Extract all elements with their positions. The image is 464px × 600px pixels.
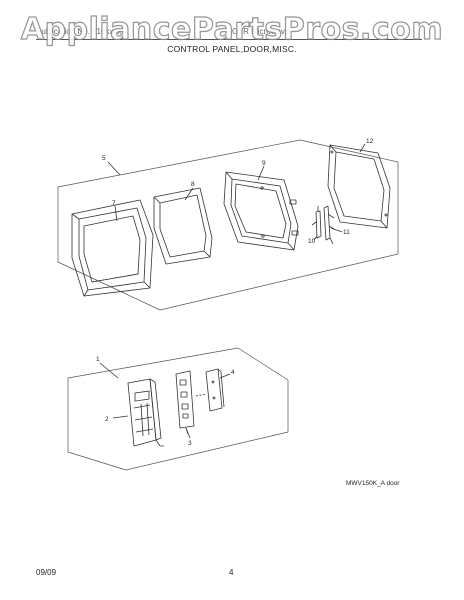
callout-11: 11	[343, 229, 350, 236]
leader-1	[99, 362, 119, 379]
product-header: OTR Microwave	[232, 27, 290, 36]
callout-10: 10	[308, 238, 316, 245]
leader-12	[359, 143, 366, 153]
callout-labels: 5 7 8 9 10 11 12 1 2 3 4	[96, 138, 374, 447]
part-2-control-panel	[127, 378, 164, 447]
page-number: 4	[229, 568, 234, 577]
part-4-bracket	[195, 368, 225, 412]
callout-5: 5	[102, 155, 106, 162]
diagram-id: MWV150K_A door	[346, 480, 400, 487]
leader-8	[184, 187, 194, 201]
header-rule	[36, 39, 422, 40]
callout-12: 12	[366, 138, 374, 145]
callout-2: 2	[105, 416, 109, 423]
control-panel-assembly-group	[67, 347, 289, 471]
watermark: AppliancePartsPros.com	[20, 11, 444, 47]
part-11-latch-lever	[323, 205, 335, 245]
leader-2	[112, 415, 129, 419]
callout-3: 3	[188, 440, 192, 447]
control-panel-outline	[67, 347, 289, 471]
part-9-door-frame	[223, 171, 299, 251]
part-3-circuit-board	[175, 370, 195, 435]
door-assembly-group	[57, 139, 399, 311]
callout-9: 9	[262, 160, 266, 167]
part-10-latch	[311, 206, 322, 239]
callout-4: 4	[231, 369, 235, 376]
part-7-door-choke	[71, 199, 154, 297]
leader-9	[257, 165, 265, 181]
part-8-door-panel	[153, 187, 213, 265]
section-title: CONTROL PANEL,DOOR,MISC.	[167, 44, 297, 54]
callout-7: 7	[112, 200, 116, 207]
door-assembly-outline	[57, 139, 399, 311]
leader-7	[114, 205, 118, 222]
leader-5	[107, 161, 121, 176]
leader-4	[219, 373, 231, 379]
callout-8: 8	[191, 181, 195, 188]
leader-11	[330, 227, 343, 233]
footer-date: 09/09	[36, 568, 57, 577]
part-12-door-seal	[327, 144, 391, 229]
leader-3	[185, 427, 191, 439]
leader-10	[313, 235, 318, 241]
callout-1: 1	[96, 356, 100, 363]
publication-header: Publication No. 316xxxx	[36, 27, 122, 36]
